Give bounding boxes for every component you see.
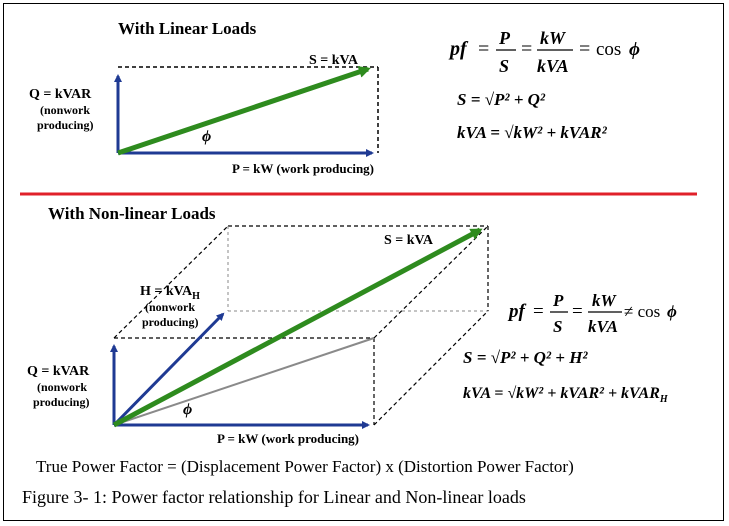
linear-q-label: Q = kVAR: [29, 87, 92, 102]
nonlinear-p-label: P = kW (work producing): [217, 431, 359, 446]
nl-neq-cos: ≠ cos: [624, 302, 660, 321]
linear-q-note-1: (nonwork: [40, 103, 90, 117]
nl-fraction-p: P: [552, 291, 564, 310]
nonlinear-heading: With Non-linear Loads: [48, 204, 216, 223]
nl-formula-kva: kVA = √kW² + kVAR² + kVARH: [463, 385, 669, 405]
linear-s-arrow: [117, 66, 371, 156]
nonlinear-h-label: H = kVAH: [140, 284, 200, 302]
svg-text:=: =: [579, 38, 590, 60]
nonlinear-diagram: S = kVA H = kVAH (nonwork producing) Q =…: [27, 225, 489, 446]
linear-diagram: S = kVA Q = kVAR (nonwork producing) P =…: [29, 53, 379, 176]
figure-frame: [3, 3, 724, 521]
linear-s-label: S = kVA: [309, 53, 359, 68]
nonlinear-angle-phi: ϕ: [183, 401, 192, 418]
nonlinear-q-note-2: producing): [33, 395, 89, 409]
nonlinear-h-note-1: (nonwork: [145, 300, 195, 314]
svg-text:=: =: [572, 301, 583, 322]
fraction-kva: kVA: [537, 56, 569, 76]
fraction-kw: kW: [540, 28, 567, 48]
fraction-s: S: [499, 56, 509, 76]
fraction-p: P: [498, 28, 511, 48]
svg-text:ϕ: ϕ: [667, 302, 677, 321]
formula-kva: kVA = √kW² + kVAR²: [457, 123, 608, 142]
linear-angle-phi: ϕ: [202, 128, 211, 145]
nonlinear-q-label: Q = kVAR: [27, 364, 90, 379]
cos-label: cos: [596, 39, 621, 60]
nonlinear-formulas: pf = P S = kW kVA ≠ cos ϕ S = √P² + Q² +…: [463, 291, 677, 405]
nonlinear-s-label: S = kVA: [384, 233, 434, 248]
nl-fraction-kva: kVA: [588, 317, 618, 336]
figure-caption: Figure 3- 1: Power factor relationship f…: [22, 487, 526, 507]
nonlinear-s-arrow: [112, 227, 483, 428]
nonlinear-h-arrow: [112, 312, 225, 427]
nonlinear-displacement-line: [113, 337, 375, 426]
nl-formula-s: S = √P² + Q² + H²: [463, 348, 588, 367]
nonlinear-h-note-2: producing): [142, 315, 198, 329]
formula-s: S = √P² + Q²: [457, 90, 546, 109]
svg-text:=: =: [478, 38, 489, 60]
linear-formulas: pf = P S = kW kVA = cos ϕ S = √P² + Q² k…: [448, 28, 640, 142]
linear-heading: With Linear Loads: [118, 19, 257, 38]
nonlinear-q-note-1: (nonwork: [37, 380, 87, 394]
svg-text:=: =: [533, 301, 544, 322]
linear-p-label: P = kW (work producing): [232, 161, 374, 176]
svg-text:ϕ: ϕ: [629, 39, 640, 60]
nl-fraction-kw: kW: [592, 291, 618, 310]
nl-fraction-s: S: [553, 317, 562, 336]
pf-symbol: pf: [448, 38, 469, 60]
nl-pf-symbol: pf: [507, 301, 527, 322]
true-power-factor-equation: True Power Factor = (Displacement Power …: [36, 457, 574, 476]
linear-q-note-2: producing): [37, 118, 93, 132]
svg-text:=: =: [521, 38, 532, 60]
